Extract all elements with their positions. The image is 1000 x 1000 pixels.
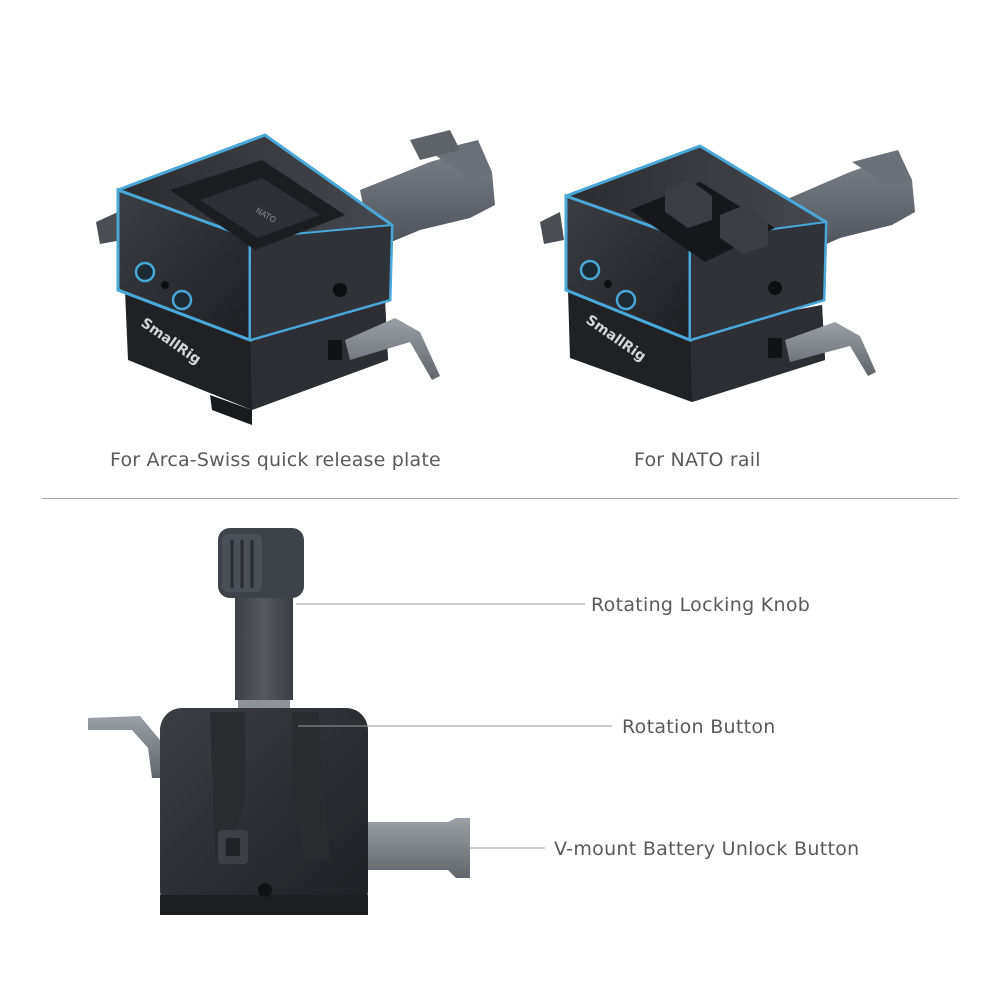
rotation-callout-label: Rotation Button [622,716,776,738]
arca-swiss-clamp-image: NATO SmallRig [96,130,495,425]
nato-clamp-image: SmallRig [540,144,915,402]
arca-swiss-caption: For Arca-Swiss quick release plate [110,449,441,471]
section-divider [42,498,958,499]
unlock-callout-label: V-mount Battery Unlock Button [554,838,860,860]
nato-caption: For NATO rail [634,449,761,471]
knob-callout-label: Rotating Locking Knob [591,594,811,616]
side-view-image [88,528,470,915]
